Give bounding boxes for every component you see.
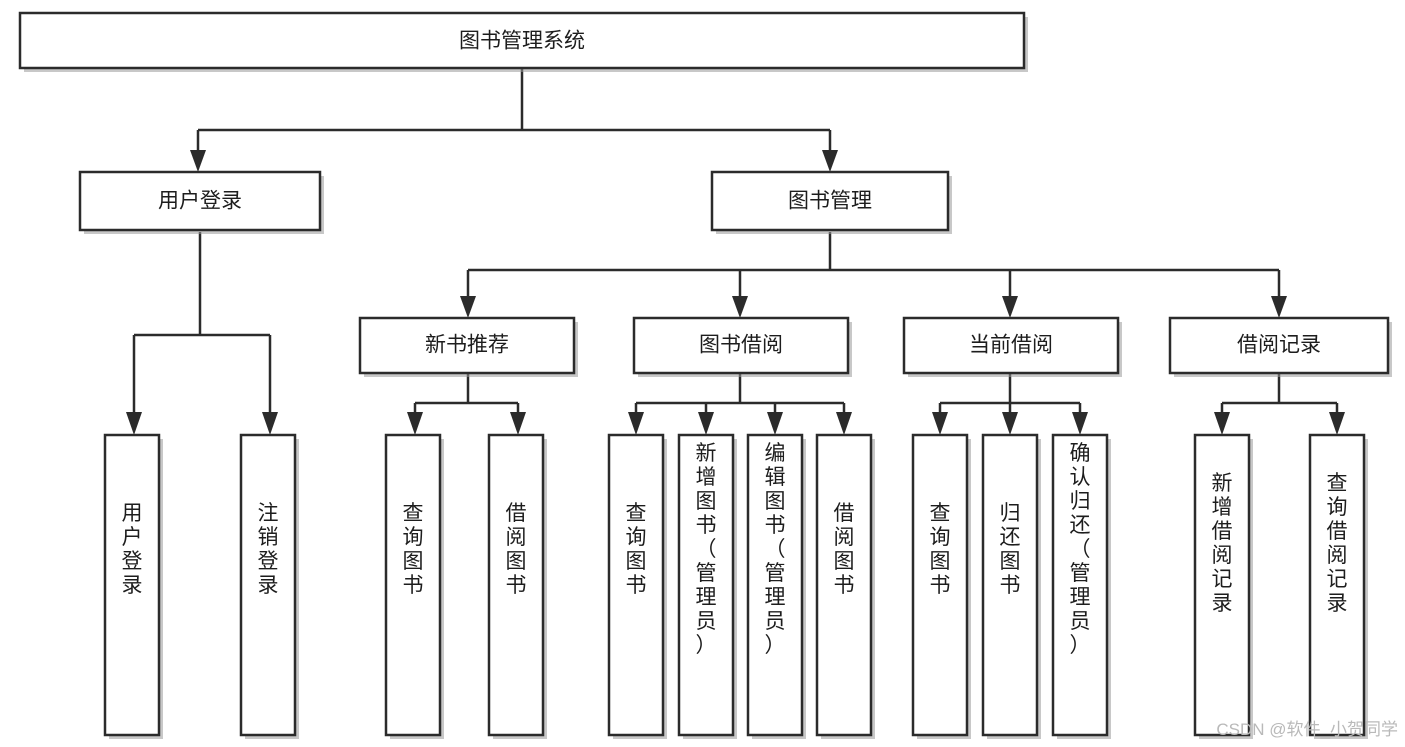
leaf-br-add-label: 新增借阅记录 <box>1212 472 1233 615</box>
leaf-bb-query-book[interactable]: 查询图书 <box>607 433 667 739</box>
node-borrow-record[interactable]: 借阅记录 <box>1168 316 1392 377</box>
leaf-logout-label: 注销登录 <box>258 502 279 597</box>
leaf-bb-add-label: 新增图书（管理员） <box>696 442 717 657</box>
arrowhead-book-mgmt <box>822 150 838 172</box>
arrowhead-leaf-logout <box>262 412 278 435</box>
leaf-cb-query-label: 查询图书 <box>930 502 951 597</box>
root-box <box>18 11 1026 70</box>
leaf-nb-borrow-book[interactable]: 借阅图书 <box>487 433 547 739</box>
arrowhead-bb-leaf-2 <box>698 412 714 435</box>
leaf-nb-borrow-box <box>487 433 545 737</box>
leaf-br-query-record[interactable]: 查询借阅记录 <box>1308 433 1368 739</box>
leaf-logout[interactable]: 注销登录 <box>239 433 299 739</box>
leaf-bb-add-book[interactable]: 新增图书（管理员） <box>677 433 737 739</box>
leaf-bb-borrow-label: 借阅图书 <box>834 502 855 597</box>
leaf-br-query-label: 查询借阅记录 <box>1327 472 1348 615</box>
leaf-bb-borrow-box <box>815 433 873 737</box>
leaf-cb-query-book[interactable]: 查询图书 <box>911 433 971 739</box>
book-mgmt-box <box>710 170 950 232</box>
arrowhead-nb-leaf-1 <box>407 412 423 435</box>
user-login-box <box>78 170 322 232</box>
arrowhead-br-leaf-1 <box>1214 412 1230 435</box>
node-user-login[interactable]: 用户登录 <box>78 170 324 234</box>
leaf-br-add-record[interactable]: 新增借阅记录 <box>1193 433 1253 739</box>
arrowhead-user-login <box>190 150 206 172</box>
arrowhead-current-borrow <box>1002 296 1018 318</box>
arrowhead-cb-leaf-2 <box>1002 412 1018 435</box>
leaf-nb-query-label: 查询图书 <box>403 502 424 597</box>
node-root-system[interactable]: 图书管理系统 <box>18 11 1028 72</box>
leaf-bb-edit-box <box>746 433 804 737</box>
leaf-bb-query-label: 查询图书 <box>626 502 647 597</box>
book-mgmt-label: 图书管理 <box>788 190 872 213</box>
leaf-bb-edit-book[interactable]: 编辑图书（管理员） <box>746 433 806 739</box>
leaf-bb-borrow-book[interactable]: 借阅图书 <box>815 433 875 739</box>
leaf-nb-query-book[interactable]: 查询图书 <box>384 433 444 739</box>
node-book-borrow[interactable]: 图书借阅 <box>632 316 852 377</box>
book-borrow-box <box>632 316 850 375</box>
current-borrow-label: 当前借阅 <box>969 334 1053 357</box>
borrow-record-label: 借阅记录 <box>1237 334 1321 357</box>
leaf-bb-edit-label: 编辑图书（管理员） <box>765 442 786 657</box>
book-borrow-label: 图书借阅 <box>699 334 783 357</box>
arrowhead-leaf-user-login <box>126 412 142 435</box>
arrowhead-new-book <box>460 296 476 318</box>
leaf-br-query-box <box>1308 433 1366 737</box>
leaf-logout-box <box>239 433 297 737</box>
leaf-br-add-box <box>1193 433 1251 737</box>
arrowhead-borrow-record <box>1271 296 1287 318</box>
leaf-cb-return-box <box>981 433 1039 737</box>
leaf-nb-borrow-label: 借阅图书 <box>506 502 527 597</box>
new-book-label: 新书推荐 <box>425 334 509 357</box>
node-new-book-recommend[interactable]: 新书推荐 <box>358 316 578 377</box>
watermark-label: CSDN @软件_小贺同学 <box>1216 720 1398 739</box>
leaf-cb-confirm-return[interactable]: 确认归还（管理员） <box>1051 433 1111 739</box>
arrowhead-book-borrow <box>732 296 748 318</box>
arrowhead-cb-leaf-1 <box>932 412 948 435</box>
leaf-bb-query-box <box>607 433 665 737</box>
leaf-user-login-label: 用户登录 <box>122 502 143 597</box>
connector-layer <box>126 68 1345 435</box>
root-label: 图书管理系统 <box>459 30 585 53</box>
arrowhead-bb-leaf-1 <box>628 412 644 435</box>
current-borrow-box <box>902 316 1120 375</box>
borrow-record-box <box>1168 316 1390 375</box>
node-current-borrow[interactable]: 当前借阅 <box>902 316 1122 377</box>
leaf-cb-return-book[interactable]: 归还图书 <box>981 433 1041 739</box>
leaf-cb-confirm-box <box>1051 433 1109 737</box>
new-book-box <box>358 316 576 375</box>
leaf-bb-add-box <box>677 433 735 737</box>
arrowhead-br-leaf-2 <box>1329 412 1345 435</box>
leaf-nb-query-box <box>384 433 442 737</box>
leaf-user-login-box <box>103 433 161 737</box>
leaf-cb-return-label: 归还图书 <box>1000 502 1021 597</box>
arrowhead-bb-leaf-4 <box>836 412 852 435</box>
arrowhead-bb-leaf-3 <box>767 412 783 435</box>
arrowhead-nb-leaf-2 <box>510 412 526 435</box>
leaf-user-login[interactable]: 用户登录 <box>103 433 163 739</box>
leaf-cb-query-box <box>911 433 969 737</box>
arrowhead-cb-leaf-3 <box>1072 412 1088 435</box>
leaf-cb-confirm-label: 确认归还（管理员） <box>1070 442 1091 657</box>
user-login-label: 用户登录 <box>158 190 242 213</box>
node-book-management[interactable]: 图书管理 <box>710 170 952 234</box>
